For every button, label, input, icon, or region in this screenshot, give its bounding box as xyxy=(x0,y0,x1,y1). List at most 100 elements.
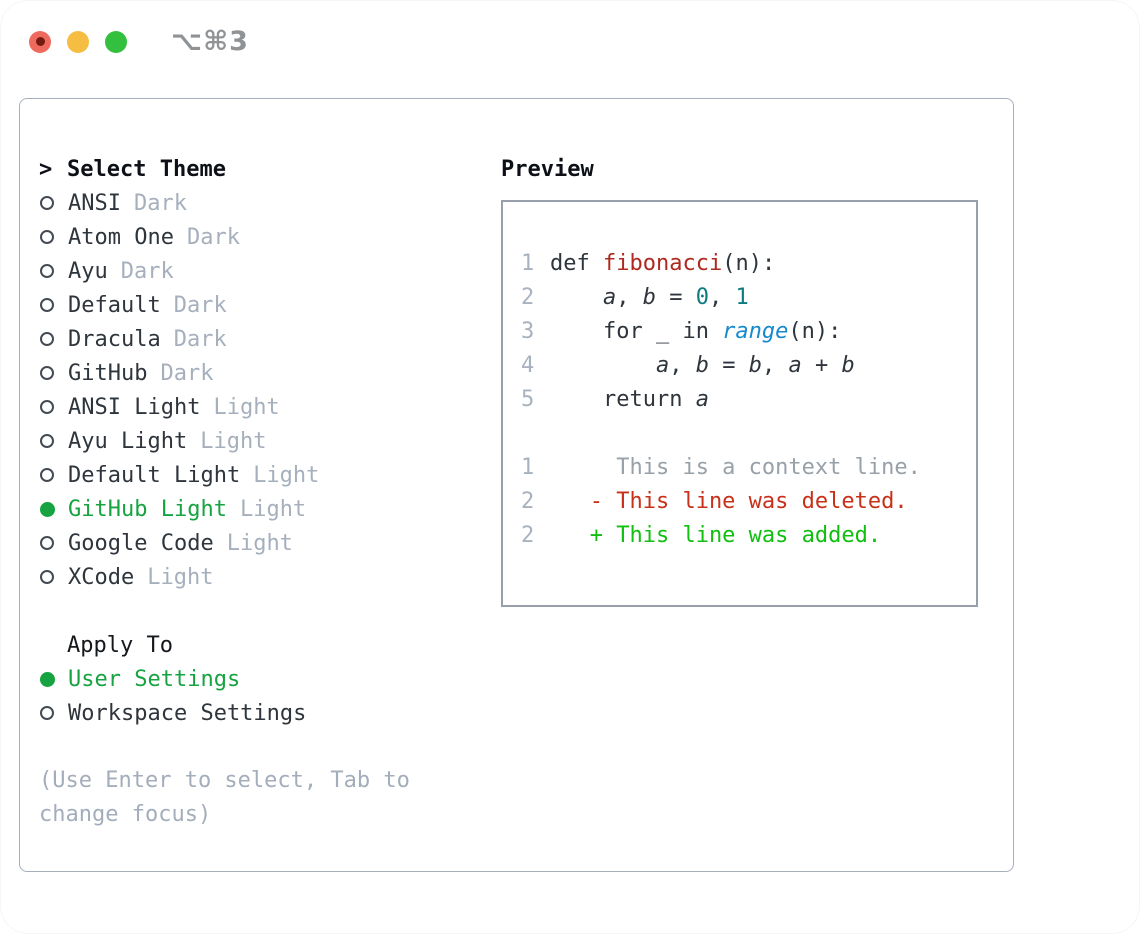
theme-variant-tag: Dark xyxy=(173,326,227,352)
theme-option[interactable]: GitHub Light Light xyxy=(39,492,469,526)
apply-to-option-label: User Settings xyxy=(68,666,241,692)
code-token: , xyxy=(616,285,643,310)
theme-option-label: Ayu Light xyxy=(68,428,188,454)
apply-to-option-label: Workspace Settings xyxy=(68,700,307,726)
zoom-button[interactable] xyxy=(105,30,127,53)
spacer xyxy=(39,730,469,764)
select-theme-title: Select Theme xyxy=(67,156,226,182)
apply-to-title: Apply To xyxy=(67,632,173,658)
radio-unselected-icon xyxy=(40,332,54,346)
theme-option-label: Dracula xyxy=(68,326,161,352)
theme-option[interactable]: Default Light Light xyxy=(39,458,469,492)
radio-unselected-icon xyxy=(40,706,54,720)
preview-line: 1 This is a context line. xyxy=(521,455,976,489)
apply-to-option[interactable]: Workspace Settings xyxy=(39,696,469,730)
code-token: (n): xyxy=(788,319,842,344)
radio-unselected-icon xyxy=(40,230,54,244)
line-number: 4 xyxy=(521,353,535,378)
radio-unselected-icon xyxy=(40,570,54,584)
radio-selected-icon xyxy=(40,671,55,687)
code-token: , xyxy=(708,285,736,310)
code-token: for _ in xyxy=(550,319,723,344)
apply-to-option[interactable]: User Settings xyxy=(39,662,469,696)
theme-option[interactable]: Default Dark xyxy=(39,288,469,322)
line-number: 1 xyxy=(521,251,535,276)
code-token: fibonacci xyxy=(602,251,723,276)
code-token: + This line was added. xyxy=(550,523,882,548)
code-token: = xyxy=(708,353,749,378)
code-token: 0 xyxy=(695,285,709,310)
window-title: ⌥⌘3 xyxy=(171,26,249,57)
line-number: 2 xyxy=(521,523,535,548)
theme-option-label: GitHub xyxy=(68,360,148,386)
preview-header: Preview xyxy=(501,152,978,186)
line-number: 3 xyxy=(521,319,535,344)
theme-variant-tag: Light xyxy=(147,564,214,590)
preview-line: 4 a, b = b, a + b xyxy=(521,353,976,387)
preview-line: 2 a, b = 0, 1 xyxy=(521,285,976,319)
theme-option-label: Atom One xyxy=(68,224,174,250)
code-token: + xyxy=(801,353,842,378)
preview-title: Preview xyxy=(501,156,594,182)
code-token xyxy=(550,285,603,310)
theme-option-label: Default xyxy=(68,292,161,318)
theme-option[interactable]: Google Code Light xyxy=(39,526,469,560)
code-token: return xyxy=(550,387,696,412)
select-theme-header: > Select Theme xyxy=(39,152,469,186)
theme-variant-tag: Dark xyxy=(186,224,240,250)
spacer xyxy=(39,594,469,628)
minimize-button[interactable] xyxy=(67,30,89,53)
theme-option[interactable]: GitHub Dark xyxy=(39,356,469,390)
code-token: , xyxy=(669,353,696,378)
theme-variant-tag: Dark xyxy=(173,292,227,318)
line-number: 2 xyxy=(521,285,535,310)
code-token: - This line was deleted. xyxy=(550,489,908,514)
radio-unselected-icon xyxy=(40,366,54,380)
line-number: 2 xyxy=(521,489,535,514)
theme-option[interactable]: Atom One Dark xyxy=(39,220,469,254)
help-text: (Use Enter to select, Tab to change focu… xyxy=(39,768,410,827)
code-token: a xyxy=(788,353,802,378)
theme-variant-tag: Light xyxy=(239,496,307,522)
code-token: b xyxy=(841,353,855,378)
code-token: range xyxy=(722,319,789,344)
code-token: a xyxy=(602,285,617,310)
code-token: = xyxy=(655,285,696,310)
preview-line: 2 - This line was deleted. xyxy=(521,489,976,523)
theme-variant-tag: Dark xyxy=(160,360,214,386)
radio-unselected-icon xyxy=(40,468,54,482)
radio-selected-icon xyxy=(40,501,55,517)
code-token: 1 xyxy=(735,285,749,310)
theme-variant-tag: Light xyxy=(253,462,320,488)
theme-option-label: Ayu xyxy=(68,258,108,284)
theme-option-label: Default Light xyxy=(68,462,241,488)
theme-option-label: ANSI Light xyxy=(68,394,201,420)
theme-variant-tag: Light xyxy=(226,530,293,556)
theme-option[interactable]: ANSI Light Light xyxy=(39,390,469,424)
theme-option-label: GitHub Light xyxy=(68,496,227,522)
close-button[interactable] xyxy=(29,30,51,53)
theme-variant-tag: Light xyxy=(213,394,280,420)
code-token: b xyxy=(695,353,709,378)
theme-option[interactable]: Dracula Dark xyxy=(39,322,469,356)
code-token: a xyxy=(695,387,709,412)
titlebar: ⌥⌘3 xyxy=(29,26,249,57)
code-token: b xyxy=(642,285,656,310)
close-dot-icon xyxy=(35,37,45,46)
line-number: 5 xyxy=(521,387,535,412)
code-token: a xyxy=(655,353,670,378)
theme-option-label: Google Code xyxy=(68,530,214,556)
theme-option-label: ANSI xyxy=(68,190,121,216)
apply-to-header: Apply To xyxy=(39,628,469,662)
